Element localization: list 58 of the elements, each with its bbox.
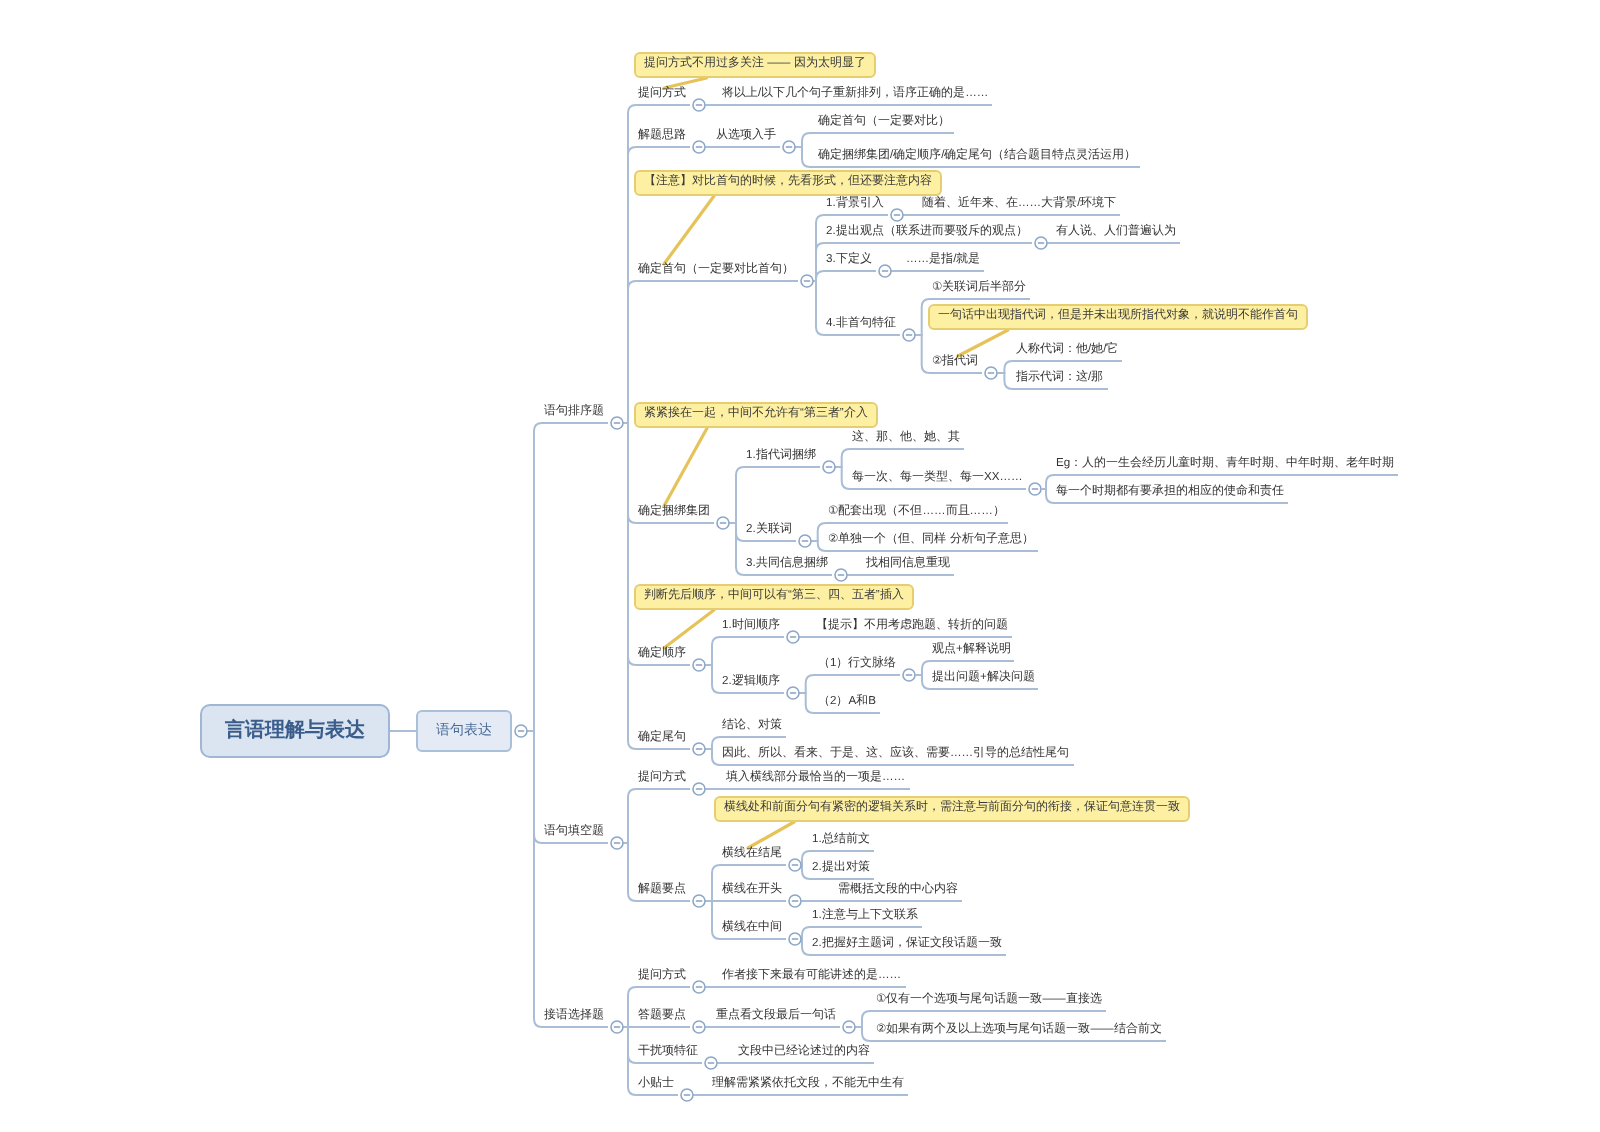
branch-line: [623, 1026, 637, 1028]
branch-line: [1046, 242, 1055, 244]
branch-line: [801, 864, 811, 880]
branch-line: [389, 730, 417, 732]
branch-line: [527, 730, 543, 1028]
branch-line: [915, 660, 931, 676]
branch-line: [902, 214, 921, 216]
branch-line: [705, 664, 721, 694]
branch-line: [855, 1010, 875, 1028]
branch-line: [623, 986, 637, 1028]
branch-line: [717, 1062, 737, 1064]
branch-line: [915, 674, 931, 690]
branch-line: [693, 1094, 711, 1096]
branch-line: [798, 692, 817, 714]
branch-line: [623, 788, 637, 844]
central-topic-box: 言语理解与表达: [200, 704, 390, 758]
branch-line: [705, 864, 721, 902]
leader-line: [662, 76, 709, 90]
branch-line: [801, 850, 811, 866]
branch-line: [1041, 488, 1055, 504]
branch-line: [798, 636, 815, 638]
branch-line: [801, 938, 811, 956]
leader-line: [662, 608, 716, 650]
branch-line: [834, 466, 851, 490]
leader-line: [746, 820, 796, 850]
branch-line: [997, 360, 1015, 374]
branch-line: [795, 132, 817, 148]
branch-line: [855, 1026, 875, 1042]
branch-line: [1041, 474, 1055, 490]
leader-line: [956, 328, 1010, 358]
branch-line: [810, 540, 827, 552]
branch-line: [705, 1026, 715, 1028]
branch-line: [623, 842, 637, 902]
leader-line: [662, 194, 716, 266]
branch-line: [623, 280, 637, 424]
branch-line: [705, 788, 725, 790]
branch-line: [801, 900, 837, 902]
branch-line: [997, 372, 1015, 390]
branch-line: [705, 636, 721, 666]
branch-line: [729, 522, 745, 576]
branch-line: [890, 270, 905, 272]
branch-line: [914, 334, 931, 374]
branch-line: [623, 422, 637, 750]
branch-line: [813, 280, 825, 336]
branch-line: [795, 146, 817, 168]
branch-line: [705, 736, 721, 750]
branch-line: [623, 1026, 637, 1096]
branch-line: [846, 574, 865, 576]
branch-line: [705, 146, 715, 148]
leader-line: [662, 426, 709, 508]
branch-line: [813, 270, 825, 282]
branch-line: [729, 466, 745, 524]
branch-line: [705, 748, 721, 766]
branch-line: [705, 104, 721, 106]
branch-line: [801, 926, 811, 940]
branch-line: [705, 900, 721, 940]
branch-line: [527, 422, 543, 732]
branch-line: [705, 986, 721, 988]
